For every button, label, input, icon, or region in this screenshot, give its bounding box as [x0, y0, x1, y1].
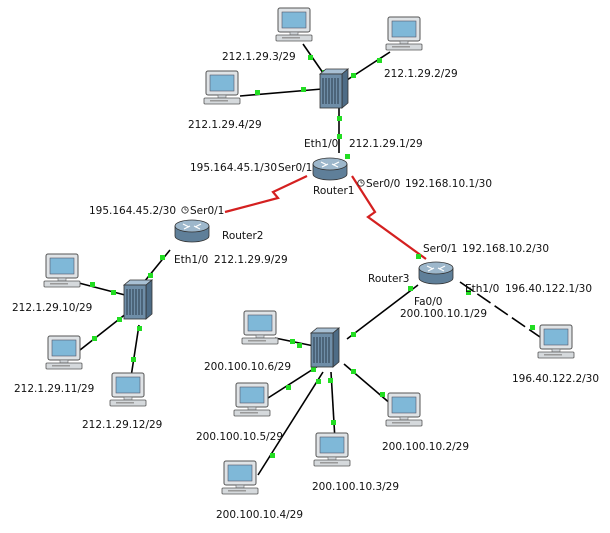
- router2-eth-label: Eth1/0: [174, 254, 208, 266]
- pc-top-a-icon[interactable]: [275, 7, 313, 42]
- router1-eth-ip: 212.1.29.1/29: [349, 138, 423, 150]
- pc-left-c-address: 212.1.29.12/29: [82, 419, 162, 431]
- router3-ser-label: Ser0/1: [423, 243, 457, 255]
- pc-top-c-address: 212.1.29.4/29: [188, 119, 262, 131]
- pc-left-c-icon[interactable]: [109, 372, 147, 407]
- pc-br-b-icon[interactable]: [233, 382, 271, 417]
- link-router3-switch-br: [346, 284, 419, 340]
- switch-top[interactable]: [319, 68, 349, 109]
- router1-ser00-ip: 192.168.10.1/30: [405, 178, 492, 190]
- pc-br-e-icon[interactable]: [385, 392, 423, 427]
- serial-link-router1-router3: [351, 175, 427, 260]
- pc-right-address: 196.40.122.2/30: [512, 373, 599, 385]
- link-pc-left-a: [74, 281, 126, 296]
- pc-left-a-icon[interactable]: [43, 253, 81, 288]
- router1-icon[interactable]: [312, 157, 348, 181]
- pc-top-a-address: 212.1.29.3/29: [222, 51, 296, 63]
- port-status-dots: [90, 55, 535, 458]
- serial-links: [224, 175, 427, 260]
- pc-left-b-icon[interactable]: [45, 335, 83, 370]
- link-pc-br-b: [267, 365, 319, 399]
- link-pc-top-c: [239, 88, 323, 97]
- router1-ser00-label: Ser0/0: [366, 178, 400, 190]
- router2-ser-ip: 195.164.45.2/30: [89, 205, 176, 217]
- pc-br-e-address: 200.100.10.2/29: [382, 441, 469, 453]
- router2-ser-label: Ser0/1: [190, 205, 224, 217]
- switch-left[interactable]: [123, 279, 153, 320]
- pc-top-b-address: 212.1.29.2/29: [384, 68, 458, 80]
- pc-top-b-icon[interactable]: [385, 16, 423, 51]
- router3-label: Router3: [368, 273, 409, 285]
- router2-label: Router2: [222, 230, 263, 242]
- router3-fa-ip: 200.100.10.1/29: [400, 308, 487, 320]
- link-pc-br-c: [257, 371, 324, 476]
- router3-ser-ip: 192.168.10.2/30: [462, 243, 549, 255]
- router3-eth-ip: 196.40.122.1/30: [505, 283, 592, 295]
- pc-br-c-address: 200.100.10.4/29: [216, 509, 303, 521]
- pc-left-a-address: 212.1.29.10/29: [12, 302, 92, 314]
- pc-br-d-icon[interactable]: [313, 432, 351, 467]
- router3-icon[interactable]: [418, 261, 454, 285]
- router2-icon[interactable]: [174, 219, 210, 243]
- pc-br-c-icon[interactable]: [221, 460, 259, 495]
- pc-br-b-address: 200.100.10.5/29: [196, 431, 283, 443]
- pc-left-b-address: 212.1.29.11/29: [14, 383, 94, 395]
- pc-br-a-address: 200.100.10.6/29: [204, 361, 291, 373]
- router1-ser01-ip: 195.164.45.1/30: [190, 162, 277, 174]
- router3-fa-label: Fa0/0: [414, 296, 442, 308]
- clock-icon: [181, 206, 189, 214]
- router3-eth-label: Eth1/0: [465, 283, 499, 295]
- pc-top-c-icon[interactable]: [203, 70, 241, 105]
- serial-link-router1-router2: [224, 175, 308, 214]
- pc-br-a-icon[interactable]: [241, 310, 279, 345]
- router2-eth-ip: 212.1.29.9/29: [214, 254, 288, 266]
- clock-icon: [357, 179, 365, 187]
- links: [74, 43, 541, 476]
- pc-right-icon[interactable]: [537, 324, 575, 359]
- switch-bottom-right[interactable]: [310, 327, 340, 368]
- link-pc-br-d: [330, 371, 336, 441]
- link-pc-left-c: [130, 324, 140, 378]
- router1-ser01-label: Ser0/1: [278, 162, 312, 174]
- link-router3-pc-right: [459, 281, 541, 338]
- router1-label: Router1: [313, 185, 354, 197]
- pc-br-d-address: 200.100.10.3/29: [312, 481, 399, 493]
- router1-eth-label: Eth1/0: [304, 138, 338, 150]
